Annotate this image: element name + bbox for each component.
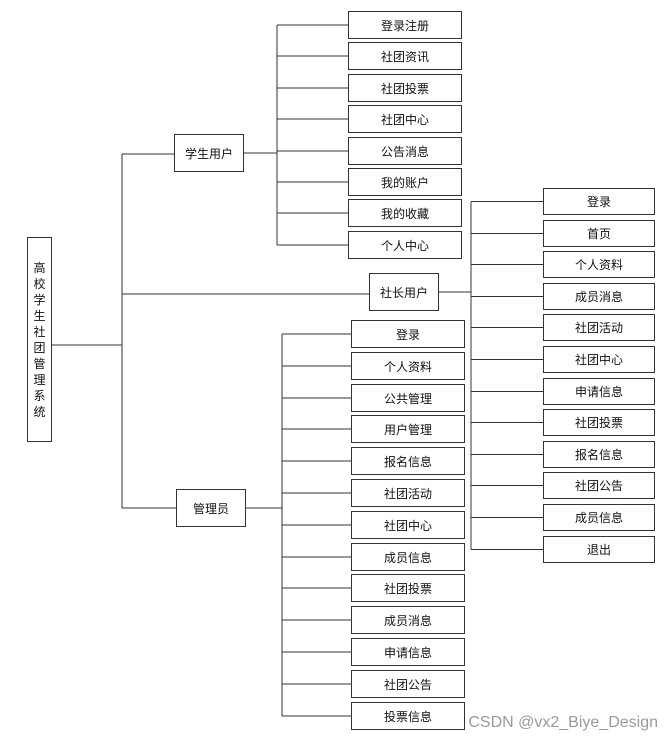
watermark: CSDN @vx2_Biye_Design — [468, 714, 658, 731]
admin-leaf: 社团投票 — [351, 574, 465, 602]
student-leaf: 公告消息 — [348, 137, 462, 165]
admin-leaf: 公共管理 — [351, 384, 465, 412]
leader-leaf: 成员信息 — [543, 504, 655, 531]
leader-leaf: 社团中心 — [543, 346, 655, 373]
leader-leaf: 成员消息 — [543, 283, 655, 310]
student-leaf: 我的收藏 — [348, 199, 462, 227]
root-node-char: 团 — [33, 340, 46, 355]
leader-leaf: 退出 — [543, 536, 655, 563]
admin-leaf: 报名信息 — [351, 447, 465, 475]
student-leaf: 个人中心 — [348, 231, 462, 259]
student-leaf: 登录注册 — [348, 11, 462, 39]
root-node-char: 校 — [33, 276, 46, 291]
root-node-char: 生 — [33, 308, 46, 323]
root-node-char: 系 — [33, 388, 46, 403]
root-node-char: 高 — [33, 260, 46, 275]
leader-leaf: 个人资料 — [543, 251, 655, 278]
leader-leaf: 社团投票 — [543, 409, 655, 436]
root-node: 高校学生社团管理系统 — [27, 237, 52, 442]
admin-leaf: 申请信息 — [351, 638, 465, 666]
admin-leaf: 社团活动 — [351, 479, 465, 507]
student-leaf: 我的账户 — [348, 168, 462, 196]
admin-leaf: 成员信息 — [351, 543, 465, 571]
root-node-char: 统 — [33, 404, 46, 419]
admin-leaf: 社团公告 — [351, 670, 465, 698]
root-node-char: 理 — [33, 372, 46, 387]
leader-leaf: 登录 — [543, 188, 655, 215]
root-node-char: 学 — [33, 292, 46, 307]
role-node-student: 学生用户 — [174, 134, 244, 172]
admin-leaf: 登录 — [351, 320, 465, 348]
student-leaf: 社团资讯 — [348, 42, 462, 70]
leader-leaf: 首页 — [543, 220, 655, 247]
leader-leaf: 社团活动 — [543, 314, 655, 341]
role-node-admin: 管理员 — [176, 489, 246, 527]
admin-leaf: 投票信息 — [351, 702, 465, 730]
root-node-char: 管 — [33, 356, 46, 371]
admin-leaf: 成员消息 — [351, 606, 465, 634]
leader-leaf: 申请信息 — [543, 378, 655, 405]
student-leaf: 社团投票 — [348, 74, 462, 102]
admin-leaf: 用户管理 — [351, 415, 465, 443]
root-node-char: 社 — [33, 324, 46, 339]
admin-leaf: 个人资料 — [351, 352, 465, 380]
role-node-leader: 社长用户 — [369, 273, 439, 311]
student-leaf: 社团中心 — [348, 105, 462, 133]
leader-leaf: 报名信息 — [543, 441, 655, 468]
leader-leaf: 社团公告 — [543, 472, 655, 499]
admin-leaf: 社团中心 — [351, 511, 465, 539]
